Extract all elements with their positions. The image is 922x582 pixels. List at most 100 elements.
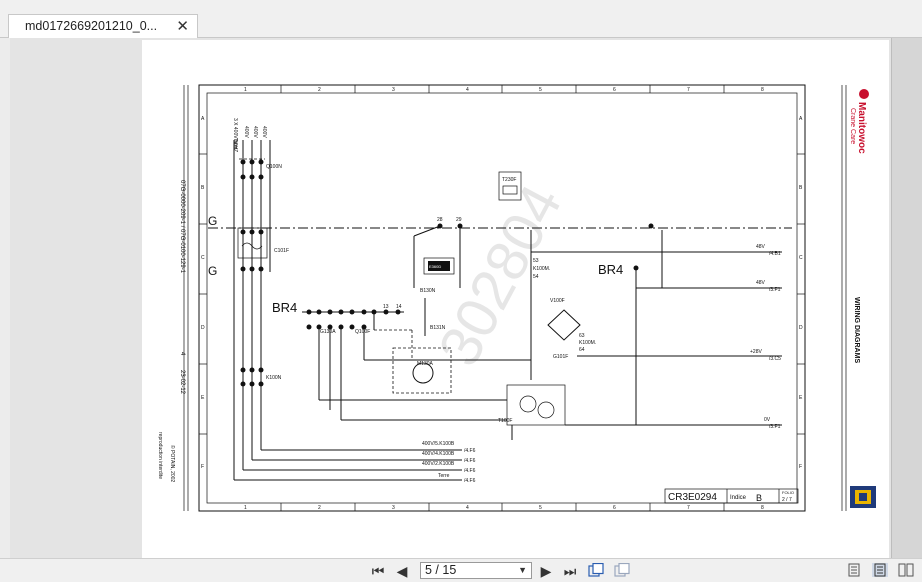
col-label: 4 bbox=[466, 87, 469, 93]
col-label: 6 bbox=[613, 505, 616, 511]
svg-text:48V: 48V bbox=[756, 280, 766, 286]
svg-text:14: 14 bbox=[396, 304, 402, 310]
wiring-diagram: .ln { stroke:#111; stroke-width:1; fill:… bbox=[157, 84, 876, 512]
pdf-page: .ln { stroke:#111; stroke-width:1; fill:… bbox=[142, 40, 889, 558]
output-wires bbox=[234, 449, 462, 481]
svg-text:54: 54 bbox=[533, 274, 539, 280]
control-wires bbox=[318, 312, 531, 421]
col-label: 2 bbox=[318, 505, 321, 511]
row-label: F bbox=[799, 464, 802, 470]
potain-logo bbox=[850, 486, 876, 508]
svg-text:Indice: Indice bbox=[730, 495, 747, 501]
copyright: © POTAIN, 2002 bbox=[169, 445, 176, 482]
svg-text:13: 13 bbox=[383, 304, 389, 310]
copyright-note: reproduction interdite bbox=[157, 432, 163, 479]
e360d-heater: E360D 28 29 B130N B131N bbox=[413, 217, 463, 336]
svg-text:K100N: K100N bbox=[266, 375, 282, 381]
page-number-select[interactable]: 5 / 15 ▼ bbox=[420, 562, 532, 579]
row-label: E bbox=[201, 395, 205, 401]
k100m-relay: 53 K100M. 54 V100F 63 K100M. 64 G101F bbox=[530, 230, 596, 380]
col-label: 5 bbox=[539, 505, 542, 511]
m130a-motor: M130A bbox=[392, 347, 452, 394]
terminal-strip: G130A Q100F 13 14 bbox=[302, 304, 404, 335]
first-page-button[interactable]: ⏮ bbox=[371, 563, 385, 579]
row-label: C bbox=[201, 255, 205, 261]
svg-text:53: 53 bbox=[533, 258, 539, 264]
svg-text:M130A: M130A bbox=[417, 361, 434, 367]
svg-text:BR4: BR4 bbox=[272, 300, 297, 315]
svg-text:2 / 7: 2 / 7 bbox=[782, 497, 792, 503]
doc-refs: 07G-0000-209-1 / 07G-0100-129-1 bbox=[179, 180, 185, 274]
svg-text:28: 28 bbox=[437, 217, 443, 223]
two-page-view-icon[interactable] bbox=[898, 563, 914, 577]
tab-bar: md0172669201210_0... ✕ bbox=[0, 0, 922, 38]
supply-lines bbox=[233, 140, 271, 480]
single-page-view-icon[interactable] bbox=[846, 563, 862, 577]
t230f-component: T230F bbox=[498, 171, 522, 201]
close-icon[interactable]: ✕ bbox=[176, 18, 189, 35]
svg-text:Q100N: Q100N bbox=[266, 164, 282, 170]
svg-text:/4.F6: /4.F6 bbox=[464, 468, 476, 474]
svg-text:Terre: Terre bbox=[232, 138, 238, 150]
svg-text:B131N: B131N bbox=[430, 325, 446, 331]
left-gutter bbox=[0, 38, 10, 558]
tab-title: md0172669201210_0... bbox=[25, 19, 158, 33]
drawing-date: 23-02-12 bbox=[179, 370, 185, 395]
col-label: 8 bbox=[761, 87, 764, 93]
col-label: 8 bbox=[761, 505, 764, 511]
svg-text:/4.B1: /4.B1 bbox=[769, 251, 781, 257]
last-page-button[interactable]: ⏭ bbox=[563, 563, 577, 579]
svg-text:T100F: T100F bbox=[498, 418, 512, 424]
svg-text:400V/5.K100B: 400V/5.K100B bbox=[422, 441, 455, 447]
pages-export-icon[interactable] bbox=[588, 563, 604, 577]
row-label: E bbox=[799, 395, 803, 401]
svg-text:/4.F6: /4.F6 bbox=[464, 458, 476, 464]
q100n-switch: Q100N bbox=[239, 158, 282, 180]
chevron-down-icon: ▼ bbox=[518, 565, 527, 575]
row-label: F bbox=[201, 464, 204, 470]
svg-text:64: 64 bbox=[579, 347, 585, 353]
vertical-scrollbar[interactable] bbox=[891, 38, 922, 558]
col-label: 7 bbox=[687, 505, 690, 511]
k100n-contacts: K100N bbox=[240, 367, 282, 387]
svg-text:3 X 400V 50HZ: 3 X 400V 50HZ bbox=[232, 118, 238, 152]
svg-text:Crane Care: Crane Care bbox=[849, 108, 856, 144]
svg-text:G101F: G101F bbox=[553, 354, 568, 360]
svg-text:BR4: BR4 bbox=[598, 262, 623, 277]
svg-text:G: G bbox=[208, 214, 217, 228]
svg-text:Q100F: Q100F bbox=[355, 329, 370, 335]
right-outputs bbox=[531, 230, 782, 426]
bottom-toolbar: ⏮ ◀ 5 / 15 ▼ ▶ ⏭ bbox=[0, 558, 922, 582]
row-label: A bbox=[799, 116, 803, 122]
svg-text:K100M.: K100M. bbox=[533, 266, 550, 272]
c101f-component: C101F bbox=[237, 227, 289, 272]
col-label: 3 bbox=[392, 505, 395, 511]
svg-text:400V: 400V bbox=[243, 126, 249, 138]
manitowoc-logo: Manitowoc Crane Care bbox=[849, 89, 869, 154]
row-label: B bbox=[201, 185, 205, 191]
pages-import-icon[interactable] bbox=[614, 563, 630, 577]
svg-text:E360D: E360D bbox=[429, 264, 441, 269]
row-label: C bbox=[799, 255, 803, 261]
row-label: A bbox=[201, 116, 205, 122]
svg-text:+28V: +28V bbox=[750, 349, 762, 355]
col-label: 4 bbox=[466, 505, 469, 511]
svg-text:400V/4.K100B: 400V/4.K100B bbox=[422, 451, 455, 457]
svg-text:C101F: C101F bbox=[274, 248, 289, 254]
svg-text:400V: 400V bbox=[261, 126, 267, 138]
next-page-button[interactable]: ▶ bbox=[540, 563, 552, 579]
previous-page-button[interactable]: ◀ bbox=[396, 563, 408, 579]
col-label: 7 bbox=[687, 87, 690, 93]
continuous-view-icon[interactable] bbox=[872, 563, 888, 577]
svg-text:T230F: T230F bbox=[502, 177, 516, 183]
col-label: 5 bbox=[539, 87, 542, 93]
row-label: D bbox=[799, 325, 803, 331]
document-tab[interactable]: md0172669201210_0... ✕ bbox=[8, 14, 198, 38]
col-label: 2 bbox=[318, 87, 321, 93]
svg-text:K100M.: K100M. bbox=[579, 340, 596, 346]
svg-text:/4.F6: /4.F6 bbox=[464, 478, 476, 484]
